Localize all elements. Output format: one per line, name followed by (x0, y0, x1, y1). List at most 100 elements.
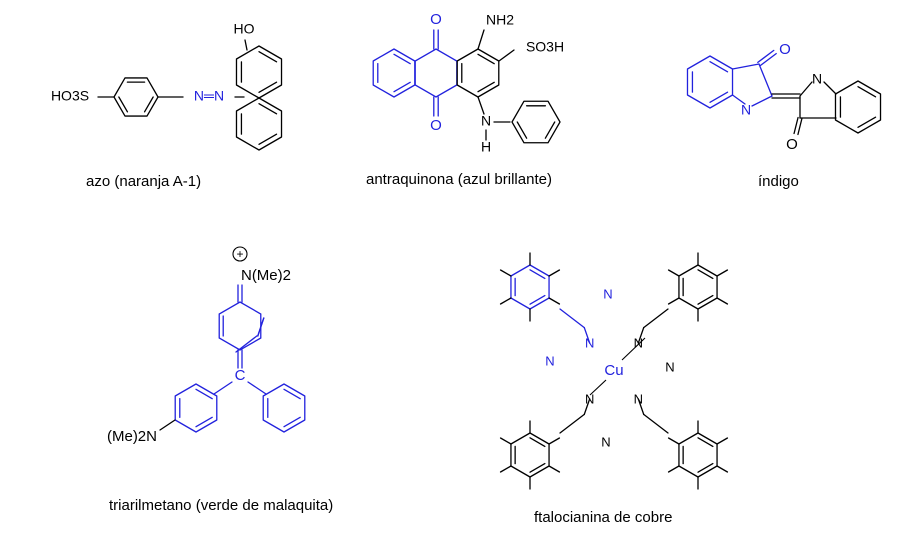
bond (731, 63, 760, 70)
benzene-ring-1 (113, 77, 159, 117)
inner-bond (709, 91, 729, 103)
n-left-label: N (741, 102, 751, 118)
meso-n-label: N (665, 359, 674, 374)
isoindole-unit: N (634, 252, 729, 351)
double-bond (797, 117, 803, 136)
phenyl-ring (262, 383, 306, 433)
pyrrole-n-label: N (585, 336, 594, 351)
methyl-bond (499, 465, 512, 473)
inner-bond (258, 51, 278, 63)
methyl-bond (667, 437, 680, 445)
sulfonate-label: HO3S (51, 88, 89, 104)
isoindole-benzene (678, 432, 718, 478)
indigo-oxo-top-label: O (779, 41, 791, 58)
anthraquinone-caption: antraquinona (azul brillante) (366, 171, 552, 188)
indigo-benzene-left (686, 55, 734, 109)
azo-label: N═N (194, 88, 224, 104)
copper-label: Cu (604, 362, 623, 379)
isoindole-benzene (510, 264, 550, 310)
inner-bond (143, 96, 154, 113)
inner-bond (697, 437, 714, 448)
bond (247, 381, 267, 395)
methyl-bond (716, 437, 729, 445)
ring-outline (174, 383, 218, 433)
bond (643, 413, 669, 434)
bond (244, 39, 248, 51)
inner-bond (529, 269, 546, 280)
coordination-bond (621, 337, 646, 361)
inner-bond (544, 121, 556, 139)
inner-bond (195, 388, 213, 400)
double-bond (759, 52, 777, 67)
methyl-bond (548, 297, 561, 305)
ring-outline (510, 264, 550, 310)
inner-bond (258, 133, 278, 145)
methyl-bond (667, 465, 680, 473)
methyl-bond (499, 269, 512, 277)
methyl-bond (667, 297, 680, 305)
inner-bond (697, 462, 714, 473)
inner-bond (529, 437, 546, 448)
double-bond (757, 49, 775, 64)
naphthalene-ring-b (235, 97, 283, 151)
azo-structure: HO3S N═N HO (51, 21, 283, 151)
naphthalene-ring-a (235, 45, 283, 99)
isoindole-benzene (510, 432, 550, 478)
isoindole-benzene (678, 264, 718, 310)
quinoid-ring (218, 301, 262, 351)
double-bond (793, 116, 799, 135)
methyl-bond (716, 297, 729, 305)
inner-bond (393, 53, 411, 65)
methyl-bond (499, 437, 512, 445)
inner-bond (529, 294, 546, 305)
anthraquinone-ring-right (456, 48, 500, 98)
sulfonic-label: SO3H (526, 39, 564, 55)
methyl-bond (499, 297, 512, 305)
bond (751, 95, 773, 107)
inner-bond (477, 81, 495, 93)
ring-outline (678, 264, 718, 310)
bond (799, 81, 813, 97)
methyl-bond (667, 269, 680, 277)
bond (583, 326, 591, 344)
inner-bond (709, 61, 729, 73)
inner-bond (258, 81, 278, 93)
methyl-bond (548, 437, 561, 445)
bond (498, 49, 515, 62)
bond (477, 96, 485, 115)
bond (477, 29, 485, 50)
pyrrole-n-label: N (634, 391, 643, 406)
inner-bond (393, 81, 411, 93)
inner-bond (516, 121, 528, 139)
iminium-label: N(Me)2 (241, 267, 291, 284)
methyl-bond (548, 269, 561, 277)
ring-outline (235, 97, 283, 151)
inner-bond (258, 103, 278, 115)
methyl-bond (716, 465, 729, 473)
indigo-oxo-bottom-label: O (786, 136, 798, 153)
meso-n-label: N (601, 434, 610, 449)
indigo-benzene-right (834, 80, 882, 134)
inner-bond (477, 53, 495, 65)
isoindole-unit: N (634, 391, 729, 490)
ring-outline (113, 77, 159, 117)
triarylmethane-caption: triarilmetano (verde de malaquita) (109, 497, 334, 514)
bond (637, 398, 645, 416)
inner-bond (529, 462, 546, 473)
bond (559, 413, 585, 434)
dimethylaminophenyl-ring (174, 383, 218, 433)
inner-bond (118, 96, 129, 113)
isoindole-unit: N (499, 252, 594, 351)
inner-bond (857, 116, 877, 128)
central-carbon-label: C (235, 367, 246, 384)
methyl-bond (716, 269, 729, 277)
bond (583, 398, 591, 416)
hydroxy-label: HO (234, 21, 255, 37)
azo-caption: azo (naranja A-1) (86, 173, 202, 190)
oxo-bottom-label: O (430, 117, 442, 134)
meso-n-label: N (545, 353, 554, 368)
ring-outline (235, 45, 283, 99)
inner-bond (697, 269, 714, 280)
